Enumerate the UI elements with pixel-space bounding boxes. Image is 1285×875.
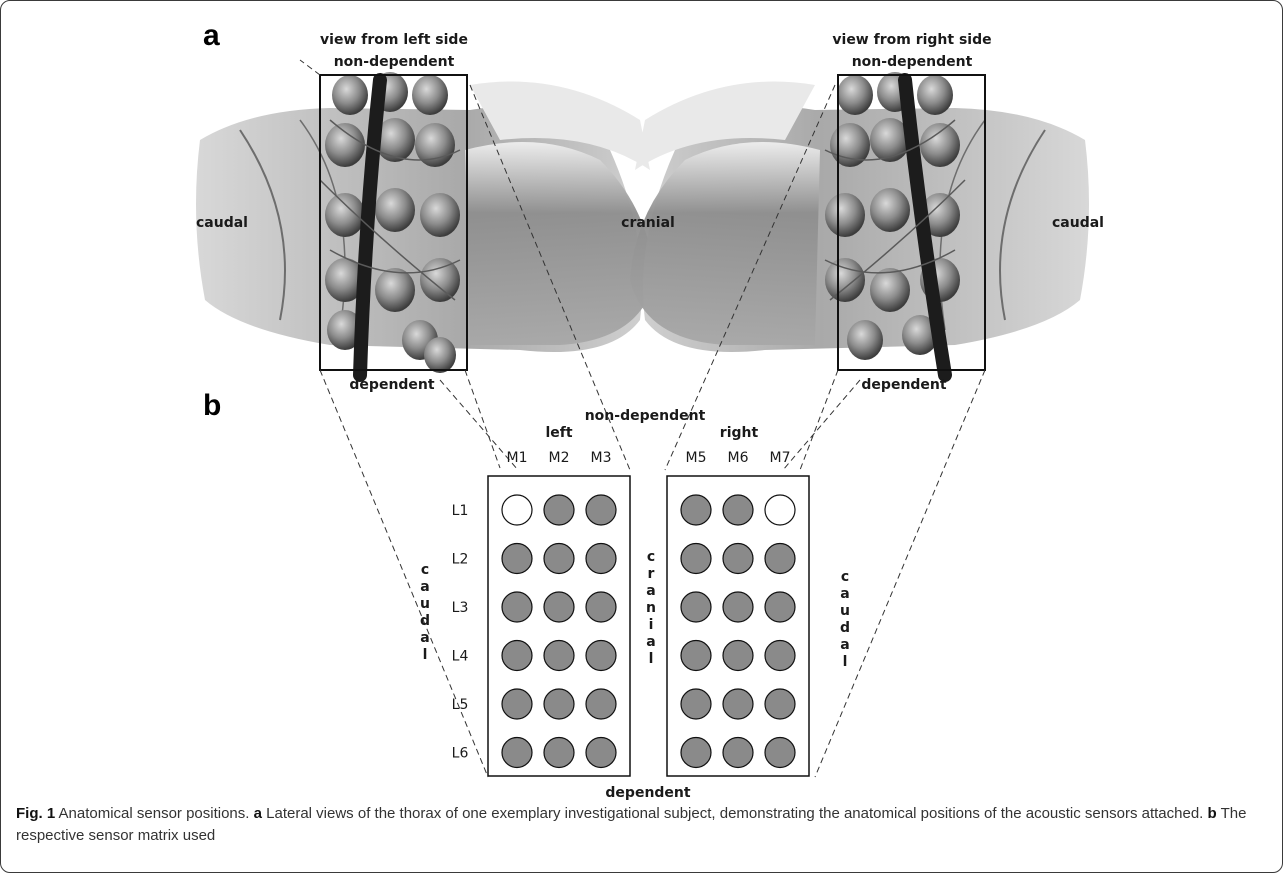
sensor-l3-m3 [586,592,616,622]
sensor-l1-m1 [502,495,532,525]
sensor-l6-m5 [681,738,711,768]
left-caudal-vertical-label-letter-0: c [421,562,429,578]
left-view-title: view from left side [320,32,468,48]
panel-label-a: a [203,19,220,52]
cranial-vertical-label: cranial [646,549,656,667]
cranial-label: cranial [621,215,675,231]
right-caudal-vertical-label-letter-2: u [840,603,850,619]
sensor-l2-m2 [544,544,574,574]
right-view-title: view from right side [832,32,991,48]
left-non-dependent-label: non-dependent [334,54,455,70]
left-caudal-vertical-label-letter-3: d [420,613,430,629]
left-caudal-label: caudal [196,215,248,231]
figure-canvas: a view from left side non-dependent view… [0,0,1285,800]
sensor-l4-m5 [681,641,711,671]
cranial-vertical-label-letter-0: c [647,549,655,565]
matrix-left-label: left [545,425,572,441]
sensor-l4-m2 [544,641,574,671]
sensor-l2-m1 [502,544,532,574]
matrix-non-dependent-label: non-dependent [585,408,706,424]
sensor-l6-m3 [586,738,616,768]
caption-a-label: a [254,805,262,822]
right-caudal-label: caudal [1052,215,1104,231]
sensor-l1-m2 [544,495,574,525]
sensor-l3-m1 [502,592,532,622]
left-thorax-photo [196,72,655,375]
right-non-dependent-label: non-dependent [852,54,973,70]
row-label-l5: L5 [452,697,469,713]
right-caudal-vertical-label: caudal [840,569,850,670]
right-caudal-vertical-label-letter-0: c [841,569,849,585]
sensor-l6-m1 [502,738,532,768]
cranial-vertical-label-letter-2: a [646,583,655,599]
sensor-l3-m6 [723,592,753,622]
sensor-l2-m6 [723,544,753,574]
left-caudal-vertical-label-letter-2: u [420,596,430,612]
matrix-dependent-label: dependent [605,785,690,800]
right-thorax-photo [630,72,1089,375]
cranial-vertical-label-letter-6: l [649,651,654,667]
sensor-l3-m2 [544,592,574,622]
sensor-l5-m5 [681,689,711,719]
sensor-l5-m1 [502,689,532,719]
row-label-l4: L4 [452,649,469,665]
sensor-l5-m7 [765,689,795,719]
sensor-l6-m6 [723,738,753,768]
sensor-l5-m3 [586,689,616,719]
row-label-l2: L2 [452,552,469,568]
column-label-m6: M6 [728,450,749,466]
caption-fig-label: Fig. 1 [16,805,55,822]
cranial-vertical-label-letter-1: r [648,566,655,582]
sensor-l5-m6 [723,689,753,719]
sensor-l4-m7 [765,641,795,671]
right-caudal-vertical-label-letter-1: a [840,586,849,602]
cranial-vertical-label-letter-3: n [646,600,656,616]
right-caudal-vertical-label-letter-5: l [843,654,848,670]
sensor-l1-m3 [586,495,616,525]
sensor-l2-m3 [586,544,616,574]
left-caudal-vertical-label-letter-5: l [423,647,428,663]
sensor-l3-m5 [681,592,711,622]
sensor-l1-m6 [723,495,753,525]
column-label-m2: M2 [549,450,570,466]
row-label-l3: L3 [452,600,469,616]
column-label-m3: M3 [591,450,612,466]
sensor-l3-m7 [765,592,795,622]
row-label-l6: L6 [452,746,469,762]
caption-b-label: b [1208,805,1217,822]
right-dependent-label: dependent [861,377,946,393]
sensor-l4-m6 [723,641,753,671]
cranial-vertical-label-letter-4: i [649,617,654,633]
sensor-l1-m5 [681,495,711,525]
figure-caption: Fig. 1 Anatomical sensor positions. a La… [16,803,1266,847]
right-caudal-vertical-label-letter-4: a [840,637,849,653]
left-caudal-vertical-label-letter-1: a [420,579,429,595]
right-caudal-vertical-label-letter-3: d [840,620,850,636]
sensor-l6-m7 [765,738,795,768]
caption-title: Anatomical sensor positions. [59,805,250,822]
left-caudal-vertical-label-letter-4: a [420,630,429,646]
sensor-l5-m2 [544,689,574,719]
left-caudal-vertical-label: caudal [420,562,430,663]
column-label-m5: M5 [686,450,707,466]
column-label-m7: M7 [770,450,791,466]
caption-a-text: Lateral views of the thorax of one exemp… [266,805,1203,822]
sensor-l4-m1 [502,641,532,671]
cranial-vertical-label-letter-5: a [646,634,655,650]
sensor-l2-m7 [765,544,795,574]
sensor-l6-m2 [544,738,574,768]
column-label-m1: M1 [507,450,528,466]
matrix-right-label: right [720,425,759,441]
panel-label-b: b [203,389,221,422]
matrix-column-labels: M1 M2 M3 M5 M6 M7 [507,450,791,466]
sensor-l4-m3 [586,641,616,671]
sensor-l2-m5 [681,544,711,574]
row-label-l1: L1 [452,503,469,519]
left-dependent-label: dependent [349,377,434,393]
sensor-l1-m7 [765,495,795,525]
